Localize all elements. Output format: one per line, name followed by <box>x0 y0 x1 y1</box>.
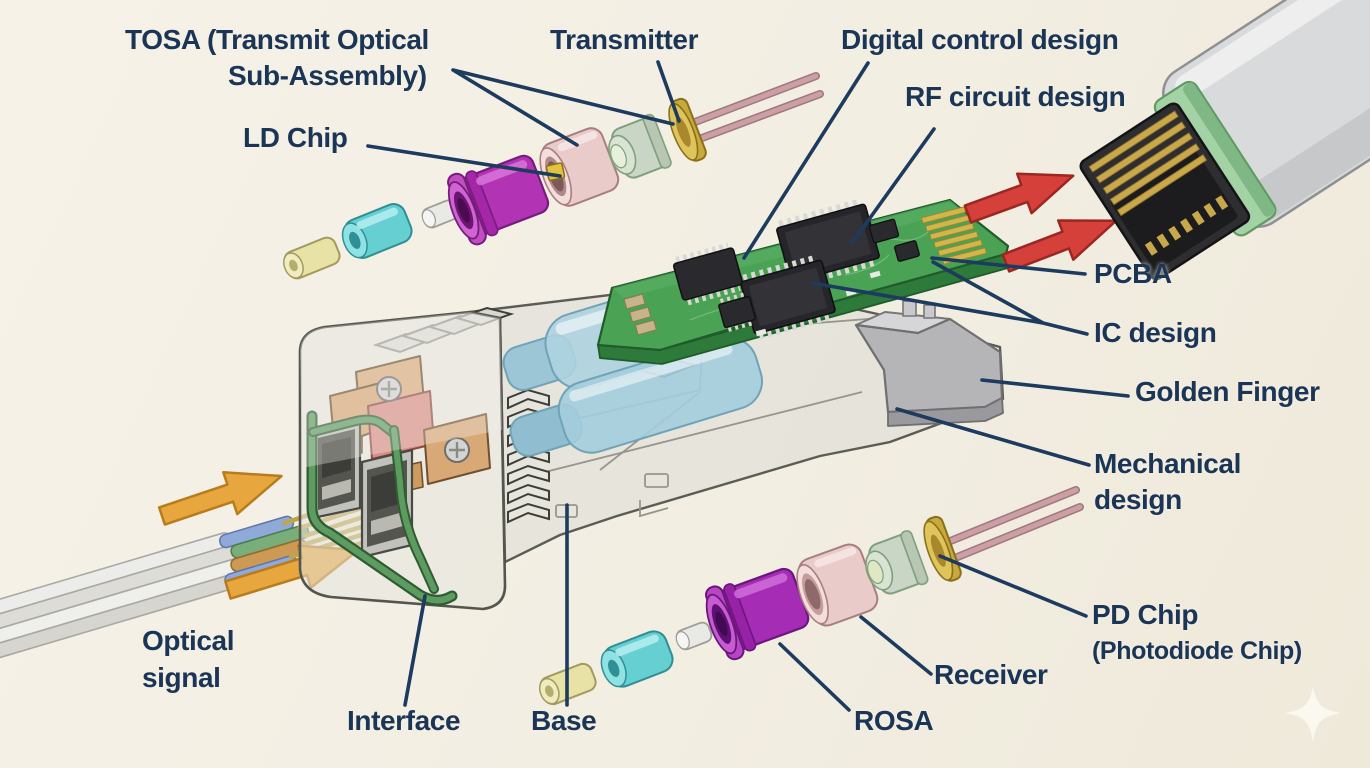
label-optical-line1: Optical <box>142 625 235 656</box>
leader-mechanical <box>895 407 1091 467</box>
ld-chip-part <box>545 162 566 182</box>
pd-chip-lens <box>867 559 884 584</box>
label-tosa-line2: Sub-Assembly) <box>228 60 427 91</box>
label-receiver: Receiver <box>934 659 1048 690</box>
module-connector <box>1079 102 1251 281</box>
leader-digital-control <box>742 61 870 260</box>
leader-pcba <box>930 256 1087 276</box>
label-tosa-line1: TOSA (Transmit Optical <box>125 24 429 55</box>
label-base: Base <box>531 705 597 736</box>
orange-arrow-top <box>157 471 283 526</box>
label-mechanical-line2: design <box>1094 484 1182 515</box>
rosa-tocan-sage <box>865 530 929 595</box>
tosa-tocan-sage <box>608 113 672 179</box>
red-arrow-top <box>963 172 1075 224</box>
label-ld-chip: LD Chip <box>243 122 348 153</box>
label-transmitter: Transmitter <box>550 24 699 55</box>
label-pcba: PCBA <box>1094 258 1172 289</box>
leader-golden-finger <box>980 378 1130 398</box>
leader-ld-chip <box>366 144 562 178</box>
assembled-module <box>1079 0 1370 281</box>
leader-interface <box>403 594 427 707</box>
ic-chips <box>623 198 920 340</box>
optical-fiber-cable <box>0 486 410 684</box>
label-mechanical-line1: Mechanical <box>1094 448 1241 479</box>
rear-shell-block <box>854 300 1004 427</box>
leader-lines <box>366 60 1130 712</box>
tosa-assembly <box>283 72 824 280</box>
leader-tosa <box>451 68 675 147</box>
bail-latch <box>306 410 458 606</box>
label-pd-chip-line1: PD Chip <box>1092 599 1199 630</box>
tosa-header-gold <box>668 97 707 162</box>
leader-receiver <box>859 615 933 676</box>
label-optical-line2: signal <box>142 662 221 693</box>
rosa-barrel-purple <box>705 567 810 661</box>
tosa-sleeve-cyan <box>341 203 413 259</box>
rosa-pins <box>944 486 1084 562</box>
label-rf-circuit: RF circuit design <box>905 81 1126 112</box>
sparkle-icon <box>1285 686 1341 742</box>
label-ic-design: IC design <box>1094 317 1217 348</box>
leader-pd-chip <box>938 554 1088 618</box>
tosa-pins <box>691 72 824 142</box>
rosa-sleeve-cyan <box>600 630 674 688</box>
rosa-pin-white <box>675 621 713 651</box>
label-pd-chip-line2: (Photodiode Chip) <box>1092 637 1302 665</box>
rosa-assembly <box>538 486 1084 706</box>
label-rosa: ROSA <box>854 705 934 736</box>
leader-transmitter <box>656 60 681 123</box>
tosa-pin-white <box>421 199 459 229</box>
tosa-ferrule-yellow <box>283 236 341 280</box>
leader-ic-design <box>810 260 1089 336</box>
label-interface: Interface <box>347 705 461 736</box>
label-digital-control: Digital control design <box>841 24 1119 55</box>
label-golden-finger: Golden Finger <box>1135 376 1320 407</box>
leader-rosa <box>778 642 851 712</box>
tosa-barrel-magenta <box>447 154 550 246</box>
leader-rf-circuit <box>850 127 936 245</box>
